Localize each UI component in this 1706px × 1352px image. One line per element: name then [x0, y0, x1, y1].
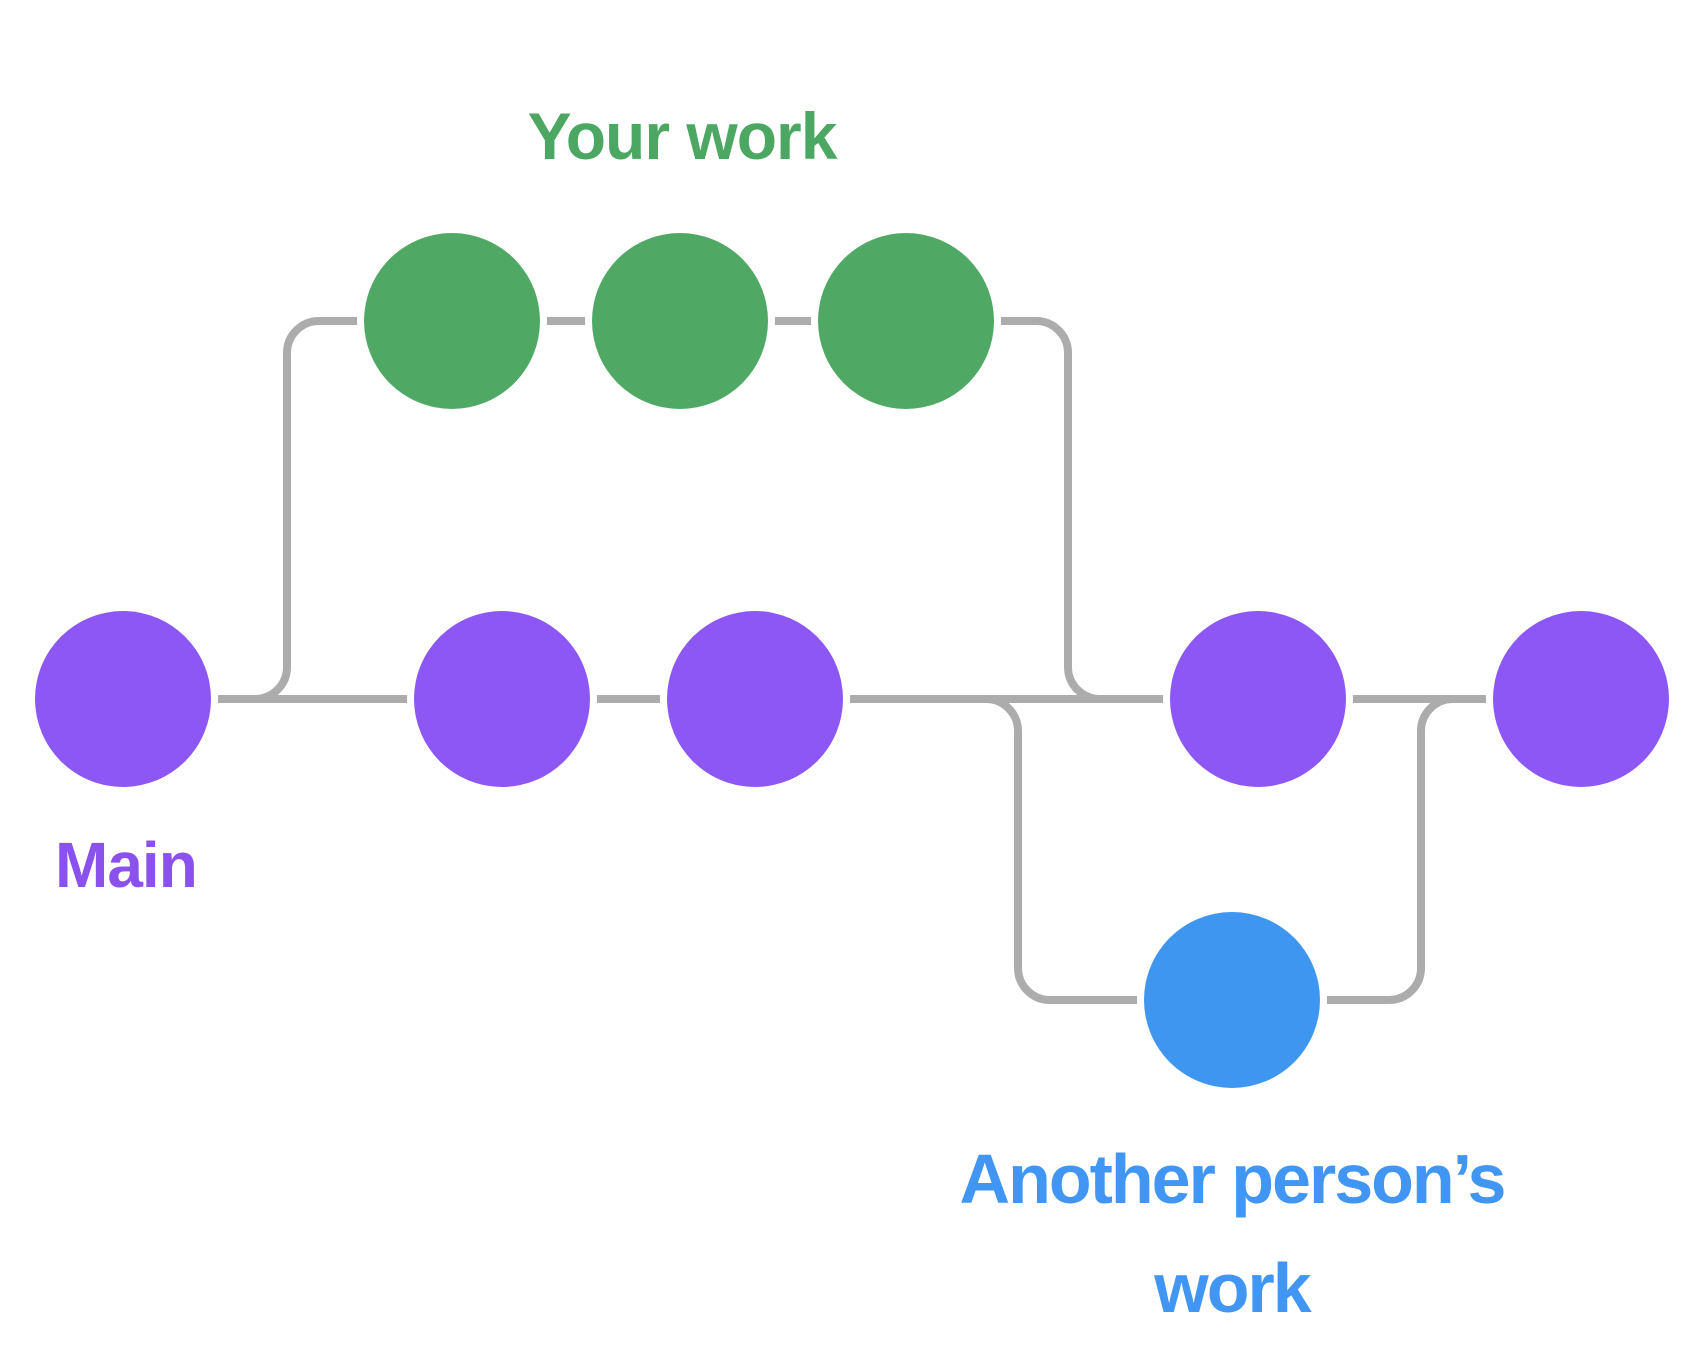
- main-commit-node: [1493, 611, 1669, 787]
- your-work-commit-node: [818, 233, 994, 409]
- main-label: Main: [55, 829, 198, 901]
- your-work-commit-node: [364, 233, 540, 409]
- another-persons-work-label-line2: work: [1154, 1249, 1311, 1327]
- main-commit-node: [1170, 611, 1346, 787]
- your-work-label: Your work: [527, 99, 838, 173]
- your-work-commit-node: [592, 233, 768, 409]
- main-commit-node: [414, 611, 590, 787]
- another-persons-work-label: Another person’s work: [959, 1125, 1507, 1343]
- another-persons-work-label-line1: Another person’s: [959, 1140, 1507, 1218]
- main-commit-node: [35, 611, 211, 787]
- main-commit-node: [667, 611, 843, 787]
- another-persons-work-commit-node: [1144, 912, 1320, 1088]
